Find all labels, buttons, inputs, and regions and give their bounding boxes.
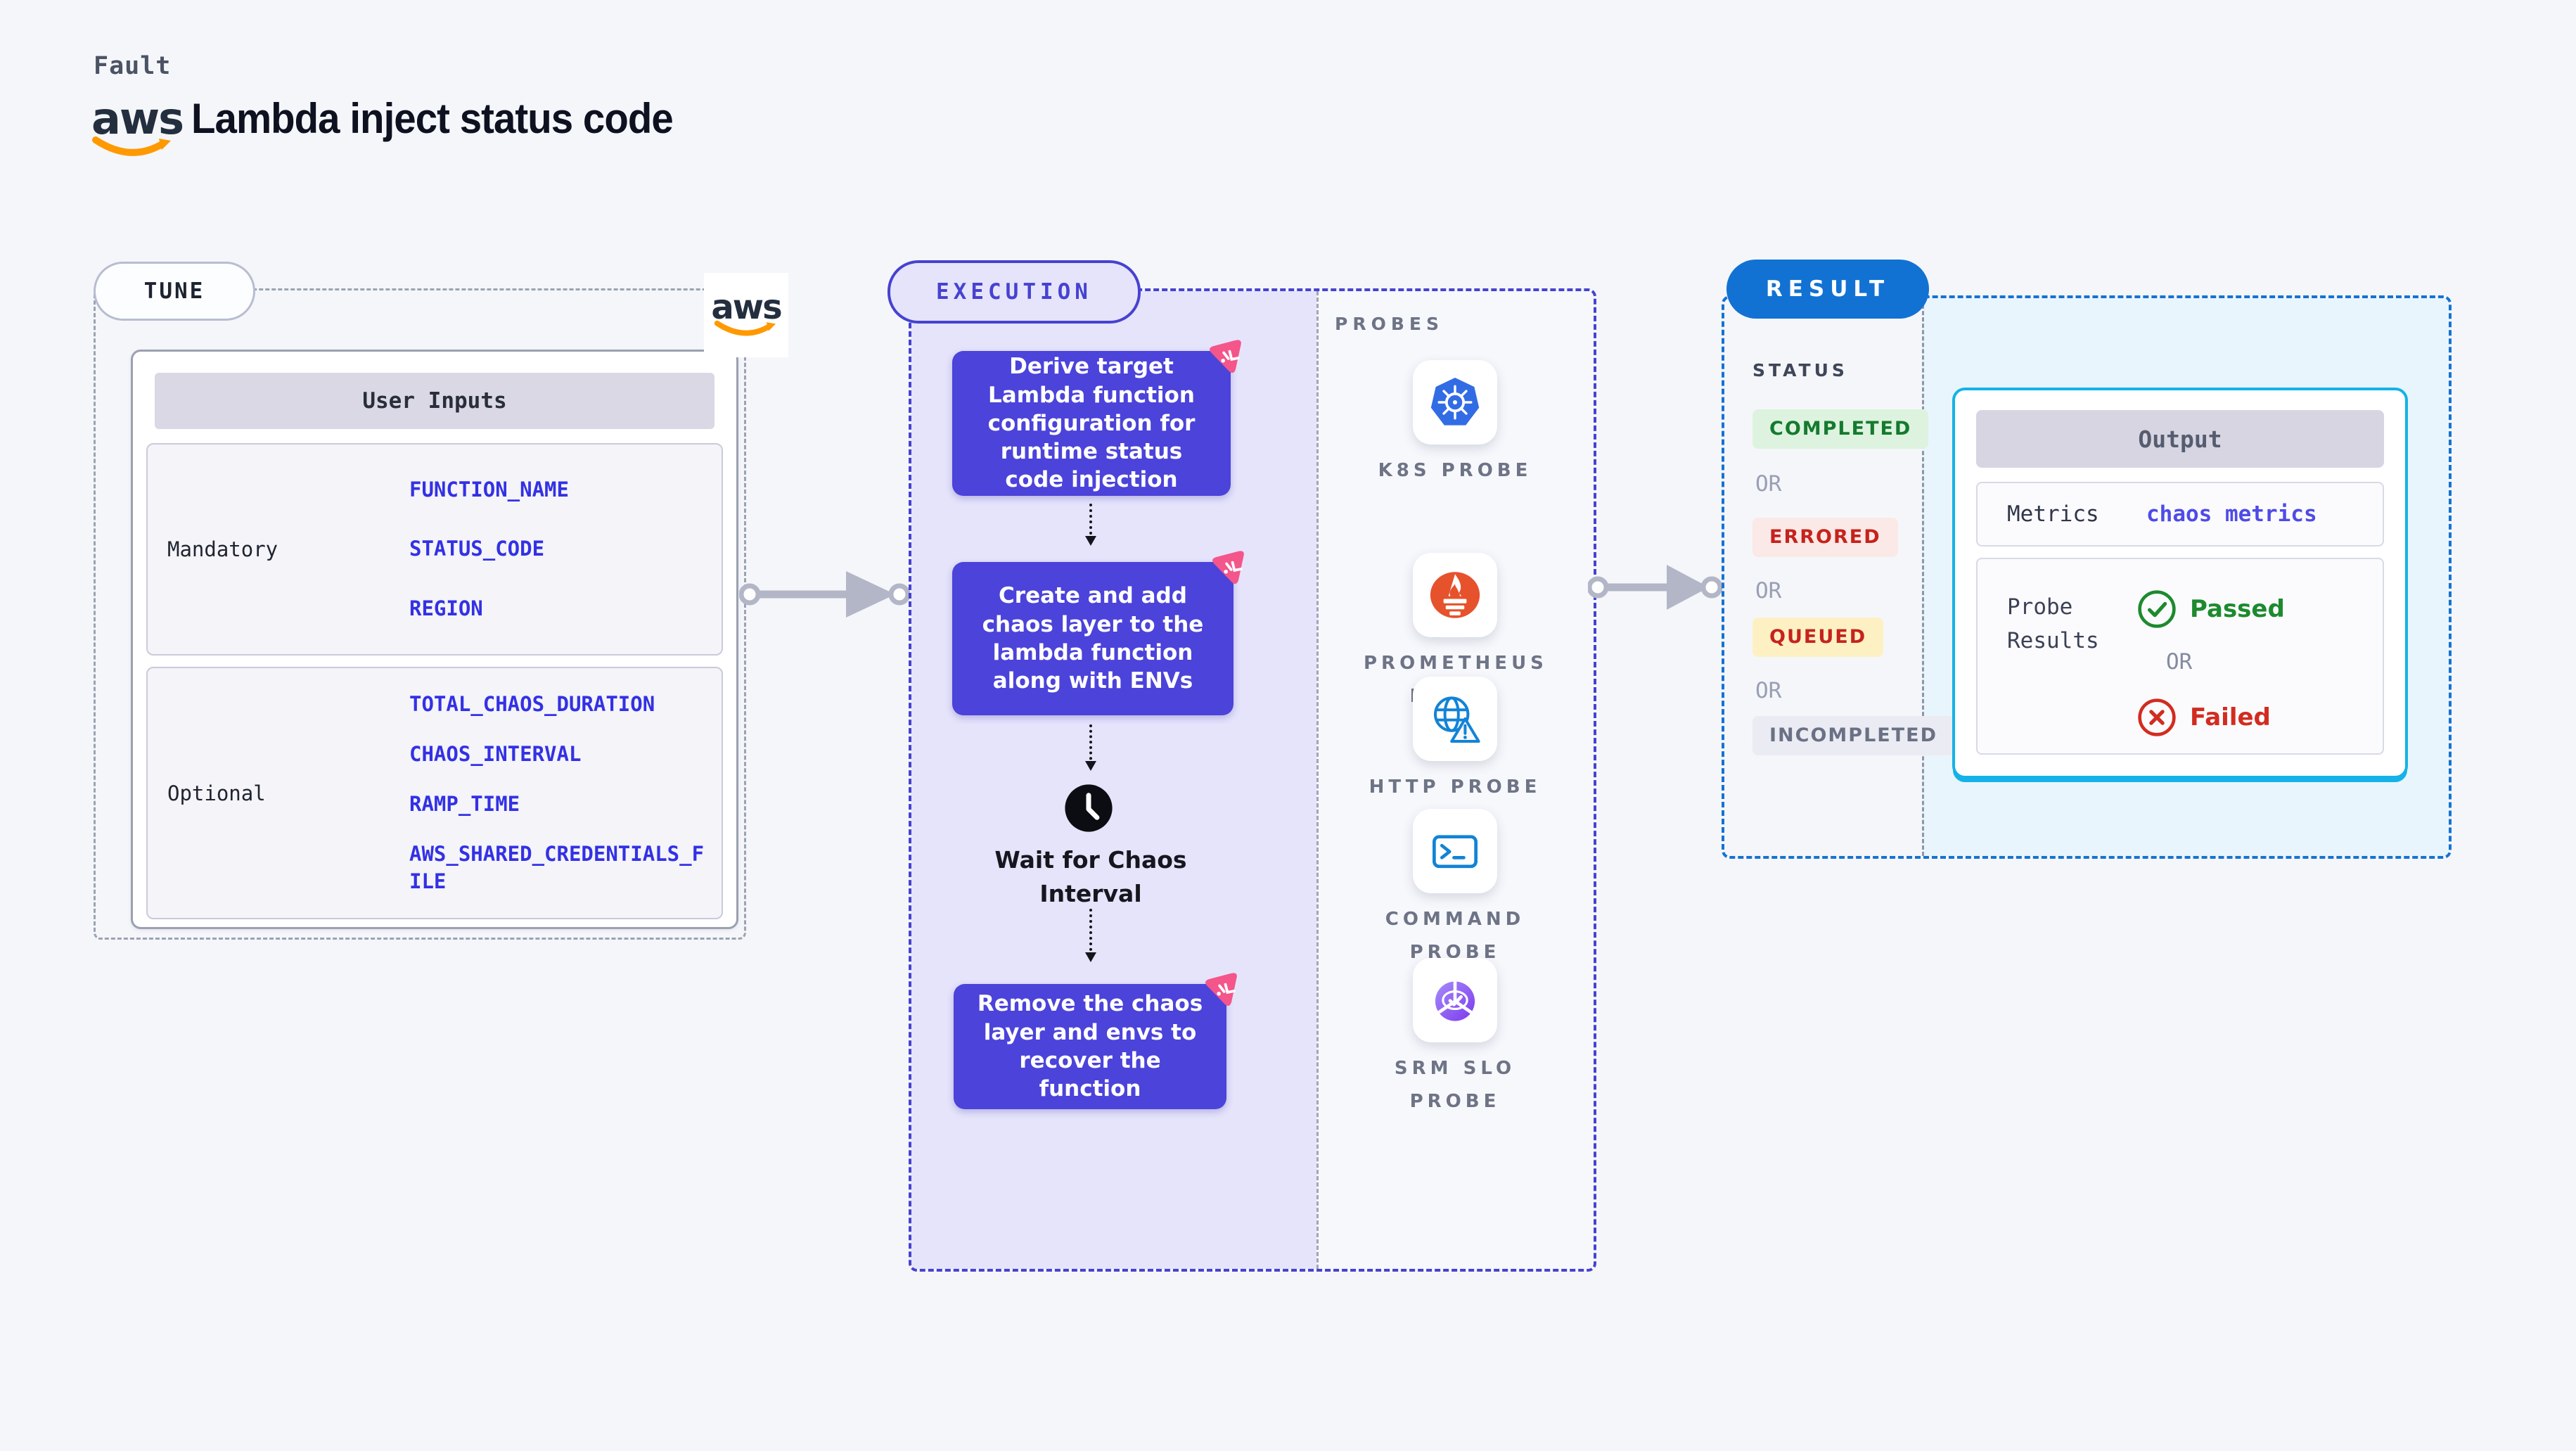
input-variable: RAMP_TIME bbox=[409, 791, 520, 816]
probe-results-row: Probe Results Passed OR Failed bbox=[1976, 558, 2384, 755]
user-inputs-row-mandatory: Mandatory FUNCTION_NAME STATUS_CODE REGI… bbox=[146, 443, 723, 656]
metrics-value: chaos metrics bbox=[2146, 501, 2317, 527]
fault-eyebrow: Fault bbox=[94, 52, 172, 80]
row-label: Mandatory bbox=[167, 537, 278, 561]
tune-pill: TUNE bbox=[94, 262, 255, 321]
dotted-arrow-down-icon bbox=[1085, 504, 1096, 546]
input-variable: STATUS_CODE bbox=[409, 537, 545, 561]
probes-heading: PROBES bbox=[1335, 314, 1444, 334]
dotted-arrow-down-icon bbox=[1085, 724, 1096, 771]
metrics-label: Metrics bbox=[2007, 501, 2099, 527]
check-circle-icon bbox=[2138, 590, 2176, 628]
status-badge-errored: ERRORED bbox=[1752, 518, 1898, 557]
execution-probes-divider bbox=[1316, 291, 1319, 1269]
status-badge-incompleted: INCOMPLETED bbox=[1752, 716, 1954, 755]
or-label: OR bbox=[1755, 678, 1782, 703]
user-inputs-header: User Inputs bbox=[155, 373, 715, 429]
slo-donut-check-icon bbox=[1435, 980, 1475, 1021]
step-text: Create and add chaos layer to the lambda… bbox=[982, 583, 1204, 694]
metrics-row: Metrics chaos metrics bbox=[1976, 482, 2384, 546]
step-text: Remove the chaos layer and envs to recov… bbox=[977, 991, 1203, 1102]
input-variable: TOTAL_CHAOS_DURATION bbox=[409, 691, 655, 716]
probe-result-failed: Failed bbox=[2136, 697, 2271, 738]
aws-logo-tune: aws bbox=[704, 273, 788, 357]
prometheus-icon bbox=[1430, 572, 1480, 618]
arrow-right-icon bbox=[1588, 565, 1723, 610]
execution-section: Derive target Lambda function configurat… bbox=[909, 288, 1596, 1272]
input-variable: REGION bbox=[409, 596, 483, 620]
tune-section bbox=[94, 288, 746, 940]
input-variable: AWS_SHARED_CREDENTIALS_FILE bbox=[409, 841, 705, 893]
output-header: Output bbox=[1976, 410, 2384, 468]
kubernetes-icon bbox=[1430, 378, 1480, 426]
or-label: OR bbox=[1755, 578, 1782, 603]
clock-icon bbox=[1065, 784, 1113, 832]
probe-results-label: Probe Results bbox=[2007, 594, 2099, 654]
step-text: Derive target Lambda function configurat… bbox=[987, 354, 1196, 493]
or-label: OR bbox=[1755, 471, 1782, 497]
terminal-icon bbox=[1433, 835, 1478, 869]
chaos-sticker-icon bbox=[1210, 340, 1241, 373]
aws-logo-word: aws bbox=[91, 93, 184, 144]
status-heading: STATUS bbox=[1752, 360, 1848, 381]
or-label: OR bbox=[2166, 649, 2193, 675]
dotted-arrow-down-icon bbox=[1085, 909, 1096, 962]
probe-label: K8S PROBE bbox=[1378, 460, 1532, 481]
failed-label: Failed bbox=[2190, 703, 2271, 731]
aws-smile-icon bbox=[714, 320, 776, 336]
arrow-right-icon bbox=[739, 571, 911, 618]
aws-logo: aws bbox=[91, 93, 184, 179]
input-variable: FUNCTION_NAME bbox=[409, 478, 569, 502]
output-card: Output Metrics chaos metrics Probe Resul… bbox=[1952, 388, 2408, 779]
probe-srm-slo bbox=[1413, 958, 1497, 1042]
result-section: STATUS COMPLETED OR ERRORED OR QUEUED OR… bbox=[1722, 295, 2452, 859]
execution-step: Create and add chaos layer to the lambda… bbox=[952, 551, 1244, 715]
result-pill: RESULT bbox=[1726, 260, 1929, 319]
input-variable: CHAOS_INTERVAL bbox=[409, 741, 582, 766]
aws-logo-word: aws bbox=[711, 288, 782, 327]
user-inputs-card: User Inputs Mandatory FUNCTION_NAME STAT… bbox=[131, 350, 738, 929]
row-values: TOTAL_CHAOS_DURATION CHAOS_INTERVAL RAMP… bbox=[409, 668, 712, 918]
probe-prometheus bbox=[1413, 553, 1497, 637]
passed-label: Passed bbox=[2190, 595, 2285, 623]
chaos-sticker-icon bbox=[1205, 973, 1237, 1006]
result-divider bbox=[1922, 298, 1924, 856]
x-circle-icon bbox=[2138, 698, 2176, 736]
probe-label: SRM SLO PROBE bbox=[1394, 1058, 1516, 1112]
execution-step: Derive target Lambda function configurat… bbox=[952, 340, 1241, 496]
wait-node-label: Wait for Chaos Interval bbox=[994, 846, 1187, 907]
row-values: FUNCTION_NAME STATUS_CODE REGION bbox=[409, 445, 712, 654]
status-badge-queued: QUEUED bbox=[1752, 618, 1884, 657]
row-label: Optional bbox=[167, 781, 266, 805]
probe-command bbox=[1413, 809, 1497, 893]
http-globe-warning-icon bbox=[1433, 696, 1480, 743]
probe-k8s bbox=[1413, 360, 1497, 445]
probe-http bbox=[1413, 677, 1497, 761]
execution-pill: EXECUTION bbox=[887, 260, 1141, 324]
status-badge-completed: COMPLETED bbox=[1752, 409, 1929, 449]
aws-smile-icon bbox=[92, 136, 171, 156]
execution-step: Remove the chaos layer and envs to recov… bbox=[954, 973, 1237, 1109]
chaos-sticker-icon bbox=[1212, 551, 1244, 584]
probe-label: HTTP PROBE bbox=[1369, 776, 1542, 798]
user-inputs-row-optional: Optional TOTAL_CHAOS_DURATION CHAOS_INTE… bbox=[146, 667, 723, 919]
probe-result-passed: Passed bbox=[2136, 589, 2285, 629]
page-title: Lambda inject status code bbox=[191, 95, 674, 142]
probes-panel bbox=[1316, 291, 1594, 1269]
